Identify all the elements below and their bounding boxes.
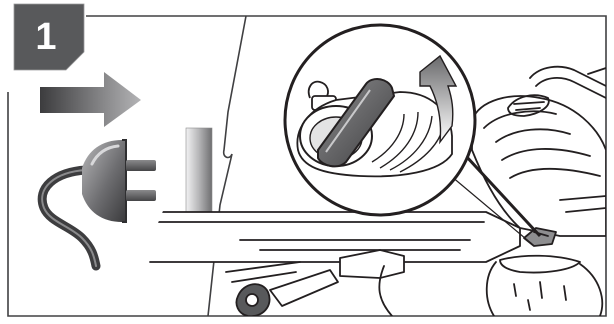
panel-divider xyxy=(207,15,247,317)
panel-frame xyxy=(7,15,607,317)
wall-socket-icon xyxy=(185,127,213,221)
unplug-icon xyxy=(37,139,156,271)
rotate-clockwise-icon xyxy=(419,54,458,145)
step-badge: 1 xyxy=(13,3,85,71)
machine-illustration xyxy=(149,65,606,316)
arrow-right-icon xyxy=(40,72,141,127)
step-number: 1 xyxy=(35,16,56,58)
